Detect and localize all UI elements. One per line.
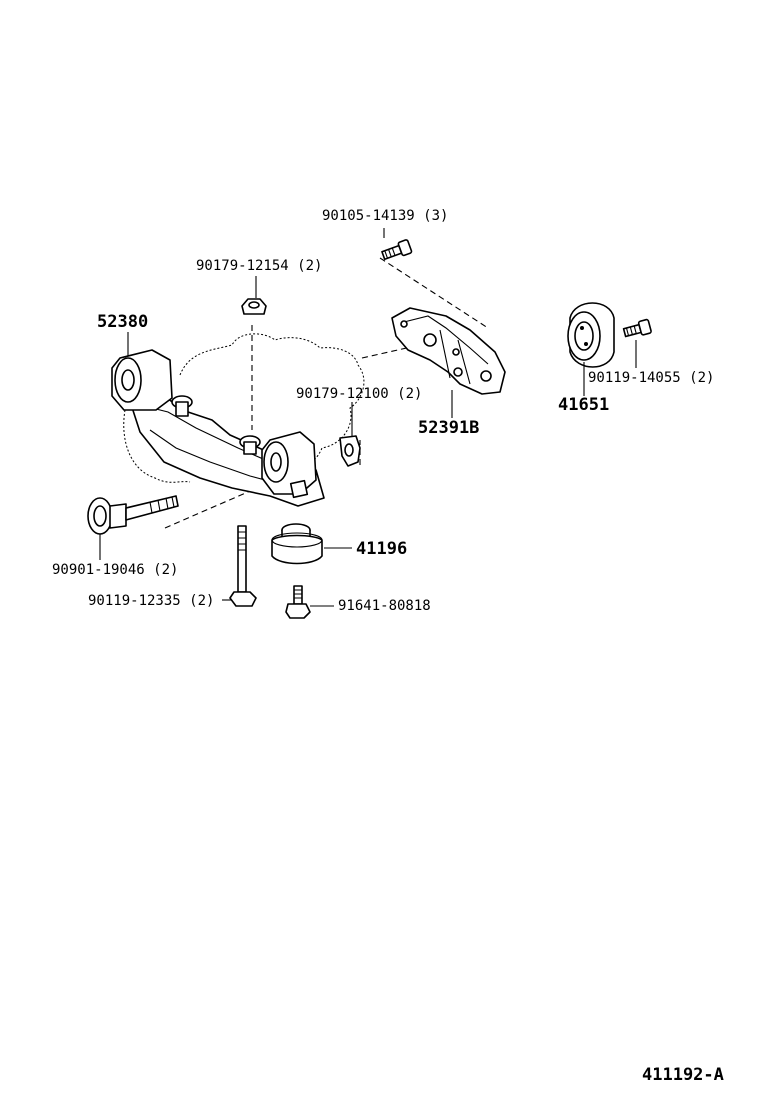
crossmember-icon [111, 349, 325, 507]
bolt-icon [229, 525, 257, 607]
insulator-icon [271, 523, 323, 565]
callout-bracket: 52391B [418, 418, 479, 438]
bolt-icon [622, 318, 652, 338]
bushing-icon [111, 349, 173, 411]
callout-bolt-top: 90105-14139 (3) [322, 208, 448, 224]
bolt-icon [381, 239, 413, 261]
nut-icon [241, 298, 267, 315]
callout-nut-mid: 90179-12100 (2) [296, 386, 422, 402]
leader-lines [99, 228, 637, 607]
bolt-icon [87, 495, 179, 535]
diagram-code: 411192-A [642, 1065, 724, 1085]
callout-crossmember: 52380 [97, 312, 148, 332]
nut-icon [339, 435, 361, 467]
callout-long-bolt: 90901-19046 (2) [52, 562, 178, 578]
callout-bolt-bottom: 90119-12335 (2) [88, 593, 214, 609]
callout-damper: 41651 [558, 395, 609, 415]
callout-nut-upper: 90179-12154 (2) [196, 258, 322, 274]
callout-screw-bottom: 91641-80818 [338, 598, 431, 614]
callout-insulator: 41196 [356, 539, 407, 559]
bushing-icon [261, 431, 317, 495]
callout-damper-bolt: 90119-14055 (2) [588, 370, 714, 386]
bracket-icon [391, 307, 506, 395]
damper-icon [567, 302, 615, 368]
bolt-icon [285, 585, 311, 619]
